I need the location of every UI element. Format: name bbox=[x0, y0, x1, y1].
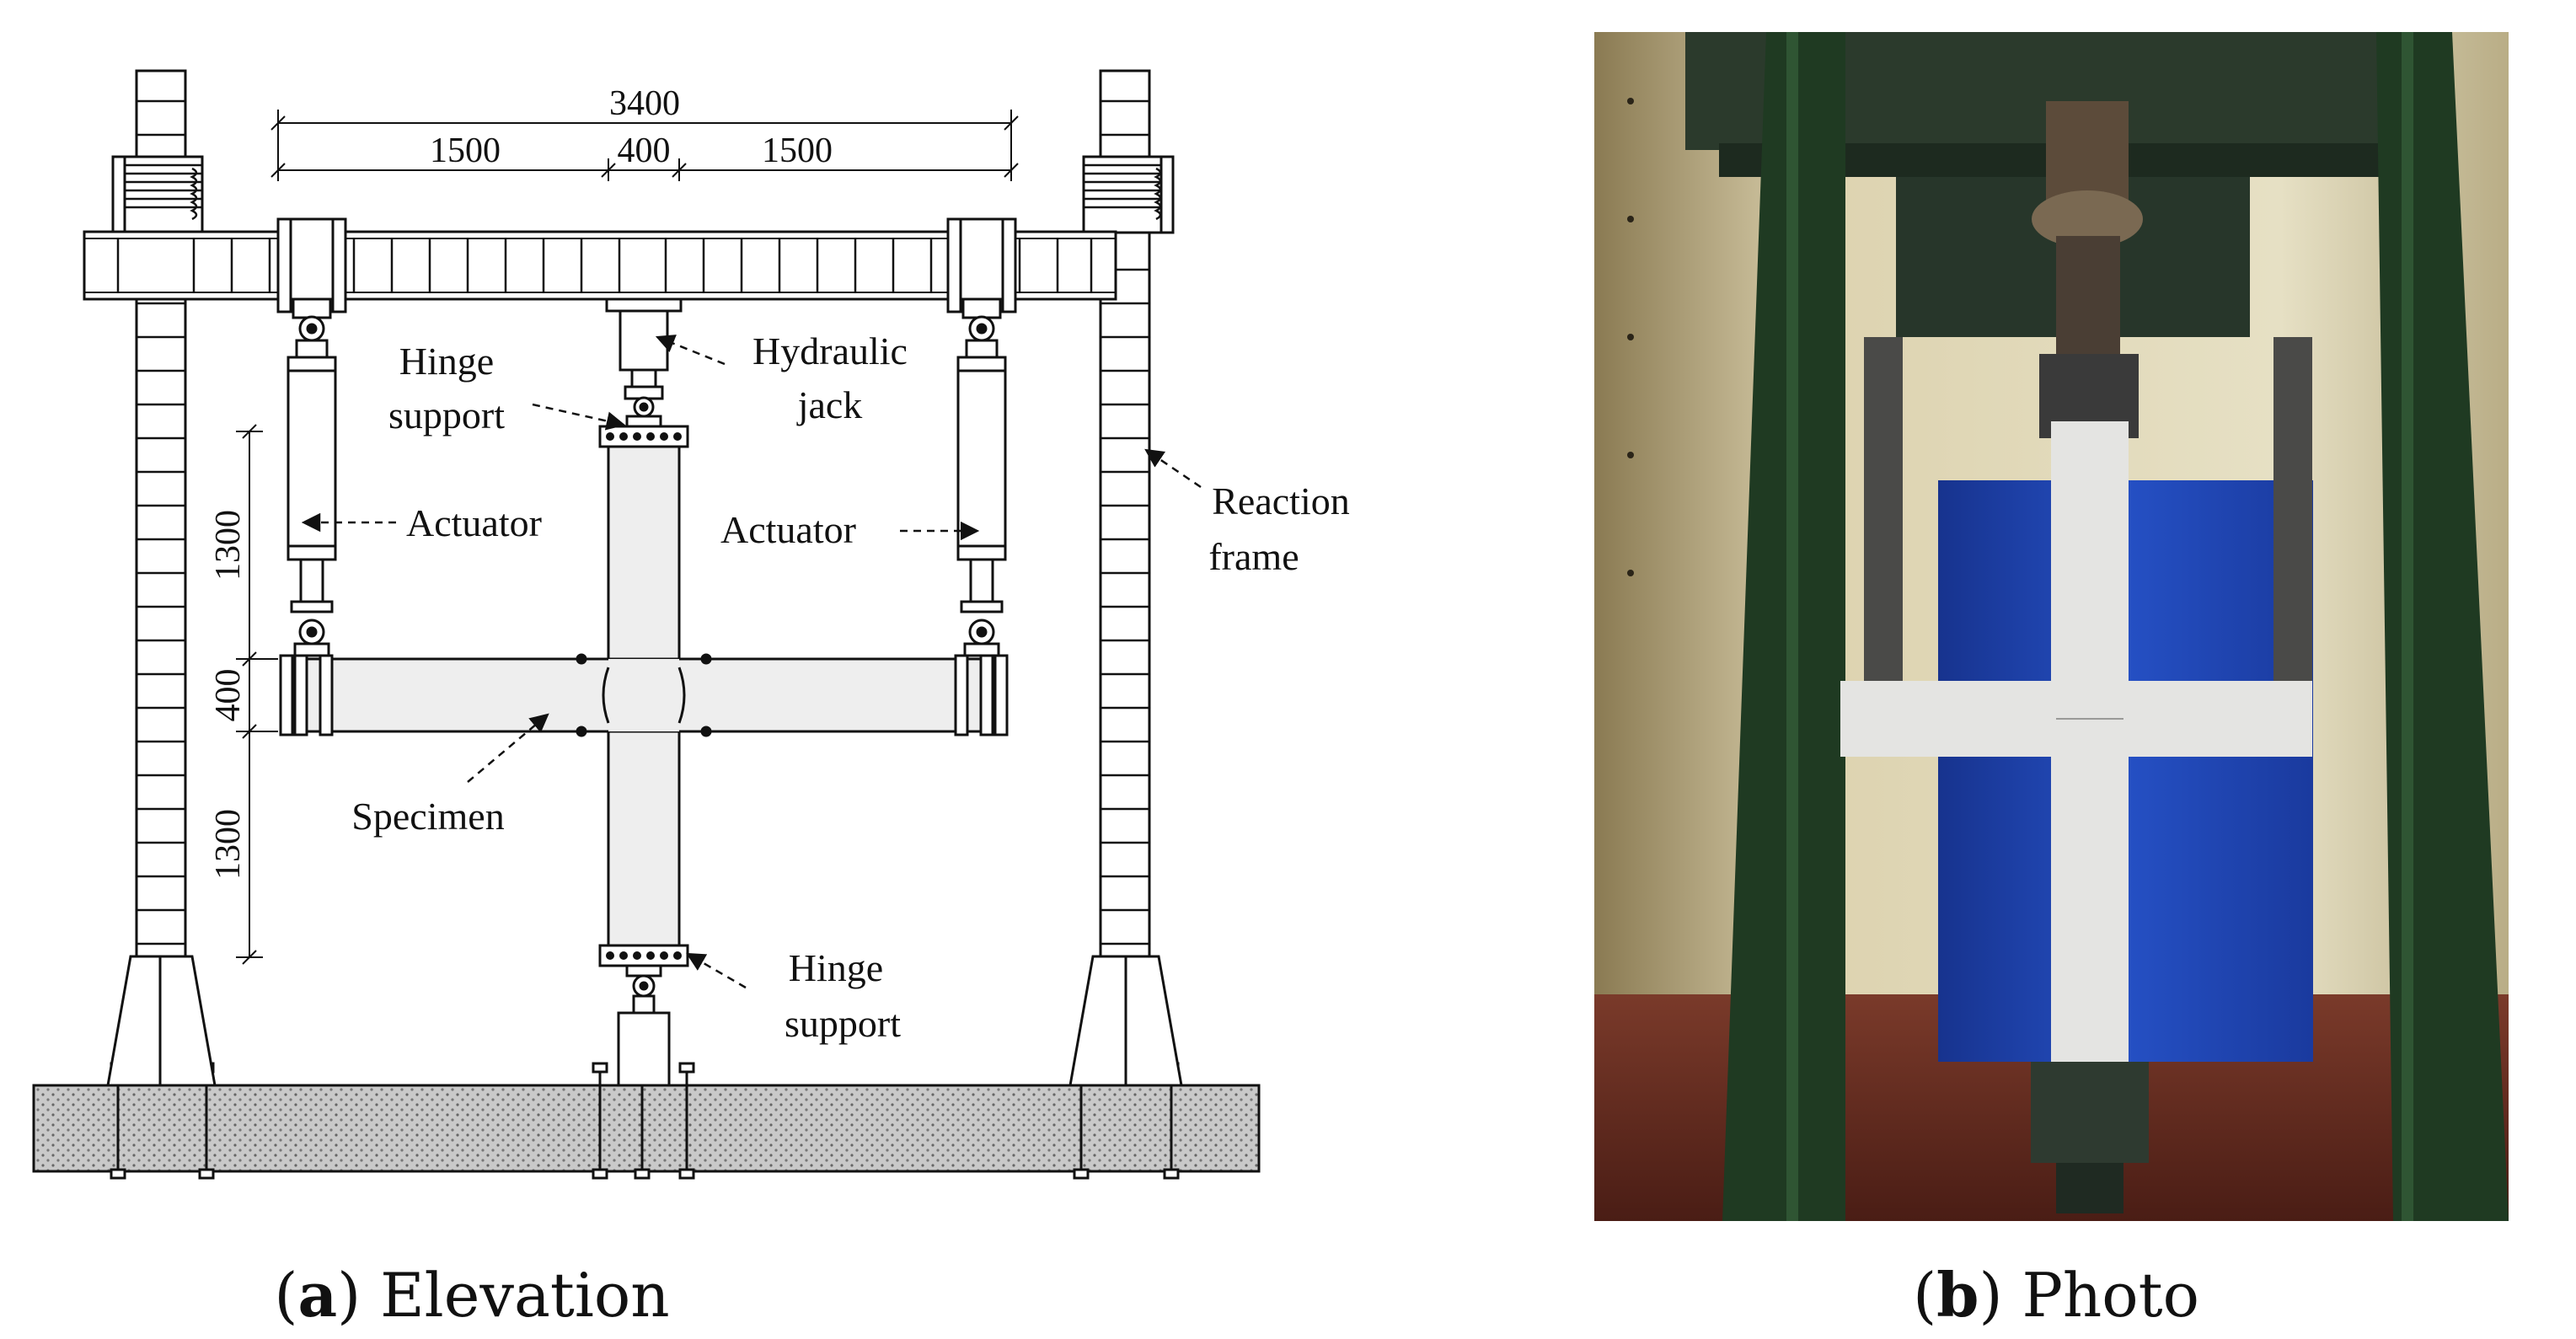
left-actuator bbox=[287, 297, 337, 657]
vertical-dimensions bbox=[236, 424, 278, 965]
label-hinge-top-2: support bbox=[388, 394, 505, 437]
right-actuator bbox=[956, 297, 1007, 657]
label-jack-2: jack bbox=[796, 383, 863, 426]
label-hinge-top-1: Hinge bbox=[399, 340, 494, 383]
svg-text:(a) Elevation: (a) Elevation bbox=[274, 1259, 669, 1331]
label-actuator-left: Actuator bbox=[406, 501, 542, 544]
dim-v-upper: 1300 bbox=[209, 510, 248, 581]
label-actuator-right: Actuator bbox=[720, 508, 856, 551]
top-hinge-support bbox=[625, 415, 662, 428]
ground-slab bbox=[32, 1084, 1261, 1173]
caption-a-letter: a bbox=[297, 1259, 337, 1331]
leader-arrows bbox=[301, 335, 1202, 989]
label-reaction-2: frame bbox=[1208, 535, 1299, 578]
specimen bbox=[279, 425, 1009, 967]
label-reaction-1: Reaction bbox=[1212, 479, 1350, 522]
elevation-drawing bbox=[32, 69, 1261, 1180]
elevation-labels: 3400 1500 400 1500 1300 400 1300 Hinge s… bbox=[209, 84, 1350, 1045]
hydraulic-jack bbox=[605, 297, 683, 418]
dim-mid: 400 bbox=[618, 131, 671, 170]
caption-a: (a) Elevation bbox=[274, 1259, 669, 1331]
label-hinge-bottom-1: Hinge bbox=[789, 946, 883, 989]
label-hinge-bottom-2: support bbox=[785, 1002, 901, 1045]
test-photo bbox=[1594, 32, 2509, 1221]
dim-v-lower: 1300 bbox=[209, 809, 248, 880]
caption-a-text: Elevation bbox=[380, 1260, 669, 1331]
left-reaction-column bbox=[111, 69, 204, 958]
caption-b-letter: b bbox=[1936, 1259, 1979, 1331]
dim-total: 3400 bbox=[609, 84, 680, 123]
right-reaction-column bbox=[1082, 69, 1175, 958]
horizontal-dimensions bbox=[270, 110, 1019, 181]
label-jack-1: Hydraulic bbox=[752, 329, 908, 372]
dim-left: 1500 bbox=[430, 131, 501, 170]
dim-right: 1500 bbox=[762, 131, 833, 170]
svg-text:(b) Photo: (b) Photo bbox=[1913, 1259, 2199, 1331]
bottom-hinge-support bbox=[617, 964, 671, 1087]
caption-b-text: Photo bbox=[2022, 1260, 2198, 1331]
dim-v-mid: 400 bbox=[209, 669, 248, 722]
label-specimen: Specimen bbox=[351, 795, 504, 838]
caption-b: (b) Photo bbox=[1913, 1259, 2199, 1331]
top-beam bbox=[83, 217, 1117, 313]
